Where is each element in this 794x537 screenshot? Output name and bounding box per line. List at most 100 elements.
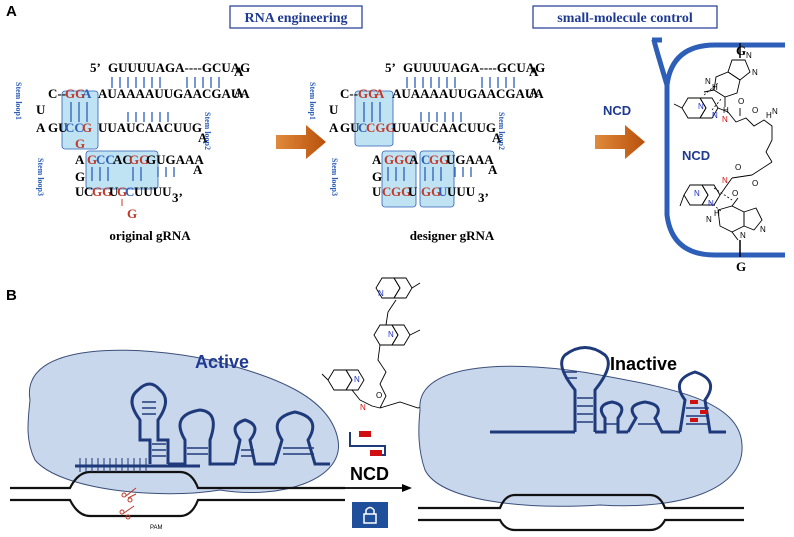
active-stem-loop4 xyxy=(273,410,330,466)
inactive-complex: Inactive xyxy=(418,346,744,532)
row3-sequence: UUAUCAACUUG xyxy=(98,120,202,135)
svg-text:A: A xyxy=(492,130,502,145)
svg-text:N: N xyxy=(740,231,746,240)
original-grna: 5’ GUUUUAGA----GCUAG A A C-- GGA AUAAAAU… xyxy=(14,60,250,243)
active-stem-loop3 xyxy=(233,418,275,466)
svg-text:A: A xyxy=(234,64,244,79)
stem-loop2-label: Stem loop2 xyxy=(203,112,212,150)
svg-text:G: G xyxy=(87,152,97,167)
svg-text:C: C xyxy=(382,184,391,199)
svg-text:C: C xyxy=(358,120,367,135)
ncd-red-marker2 xyxy=(370,450,382,456)
stem-loop3-label: Stem loop3 xyxy=(36,158,45,196)
svg-text:U: U xyxy=(372,184,382,199)
cas9-active-body xyxy=(27,349,339,495)
inactive-stem-loop3 xyxy=(626,400,680,434)
active-complex: Active PAM xyxy=(10,349,345,531)
svg-text:O: O xyxy=(752,179,758,188)
panel-label-b: B xyxy=(6,287,17,304)
five-prime-label: 5’ xyxy=(90,60,101,75)
scissors-icon xyxy=(119,487,137,520)
three-prime-label: 3’ xyxy=(172,190,183,205)
small-molecule-header: small-molecule control xyxy=(557,11,693,26)
svg-text:N: N xyxy=(705,77,711,86)
svg-text:N: N xyxy=(698,102,704,111)
svg-text:GG: GG xyxy=(391,184,411,199)
g-bottom-label: G xyxy=(736,259,746,274)
rna-backbone-loop xyxy=(664,42,785,258)
active-dna-bottom xyxy=(10,498,345,518)
svg-text:U: U xyxy=(75,184,85,199)
svg-text:A: A xyxy=(36,120,46,135)
svg-text:N: N xyxy=(752,68,758,77)
ncd-reaction-label: NCD xyxy=(350,464,389,484)
svg-text:CGG: CGG xyxy=(366,120,396,135)
stem-loop1-label: Stem loop1 xyxy=(14,82,23,120)
pairing-lines-top xyxy=(111,77,220,88)
designer-top-strand: GUUUUAGA----GCUAG xyxy=(403,60,545,75)
svg-text:Stem loop2: Stem loop2 xyxy=(497,112,506,150)
svg-text:C--: C-- xyxy=(340,86,358,101)
svg-text:U: U xyxy=(408,184,418,199)
svg-text:C: C xyxy=(421,152,430,167)
svg-text:H: H xyxy=(766,111,772,120)
svg-text:H: H xyxy=(712,83,718,92)
inactive-stem-loop4 xyxy=(677,370,726,434)
svg-text:CC: CC xyxy=(65,120,84,135)
svg-text:C: C xyxy=(125,184,134,199)
svg-text:GG: GG xyxy=(129,152,149,167)
active-label: Active xyxy=(195,352,249,372)
ncd-complex: G G xyxy=(651,37,785,274)
lock-icon-box xyxy=(352,502,388,528)
rna-engineering-box xyxy=(229,5,363,29)
designer-highlight-stem3a xyxy=(381,150,417,208)
svg-text:A: A xyxy=(372,152,382,167)
svg-text:5’: 5’ xyxy=(385,60,396,75)
cas9-inactive-body xyxy=(418,365,743,507)
svg-text:3’: 3’ xyxy=(478,190,489,205)
active-dna-top xyxy=(10,470,345,490)
lock-icon xyxy=(363,506,377,524)
svg-text:N: N xyxy=(772,107,778,116)
row4-sequence: GUGAAA xyxy=(146,152,204,167)
svg-text:G: G xyxy=(75,136,85,151)
inactive-stem-loop2 xyxy=(595,400,628,434)
svg-text:G: G xyxy=(82,120,92,135)
svg-text:N: N xyxy=(388,330,394,339)
svg-text:CC: CC xyxy=(96,152,115,167)
svg-text:N: N xyxy=(694,189,700,198)
designer-highlight-stem3b xyxy=(419,150,455,208)
svg-text:U: U xyxy=(36,102,46,117)
svg-text:A: A xyxy=(234,85,244,100)
active-stem-loop1 xyxy=(130,382,170,464)
top-strand: GUUUUAGA----GCUAG xyxy=(108,60,250,75)
designer-row2-sequence: AUAAAAUUGAACGAUA xyxy=(392,86,544,101)
row2-sequence: AUAAAAUUGAACGAUA xyxy=(98,86,250,101)
svg-text:N: N xyxy=(360,403,366,412)
svg-text:H: H xyxy=(714,209,720,218)
ncd-red-marker1 xyxy=(359,431,371,437)
svg-text:GU: GU xyxy=(340,120,360,135)
svg-text:GG: GG xyxy=(429,152,449,167)
ncd-complex-label: NCD xyxy=(682,148,710,163)
svg-text:N: N xyxy=(354,375,360,384)
svg-text:N: N xyxy=(712,111,718,120)
svg-text:A: A xyxy=(82,86,92,101)
engineering-arrow xyxy=(276,125,326,159)
svg-text:O: O xyxy=(738,97,744,106)
svg-text:O: O xyxy=(732,189,738,198)
designer-grna-caption: designer gRNA xyxy=(410,228,495,243)
svg-text:Stem loop3: Stem loop3 xyxy=(330,158,339,196)
svg-text:A: A xyxy=(529,64,539,79)
svg-text:GG: GG xyxy=(421,184,441,199)
svg-text:G: G xyxy=(117,184,127,199)
svg-text:O: O xyxy=(735,163,741,172)
g-top-label: G xyxy=(736,43,746,58)
pam-label: PAM xyxy=(150,525,163,531)
ncd-arrow-label: NCD xyxy=(603,103,631,118)
original-grna-caption: original gRNA xyxy=(109,228,191,243)
svg-text:GG: GG xyxy=(358,86,378,101)
svg-text:N: N xyxy=(722,176,728,185)
svg-text:G: G xyxy=(372,169,382,184)
